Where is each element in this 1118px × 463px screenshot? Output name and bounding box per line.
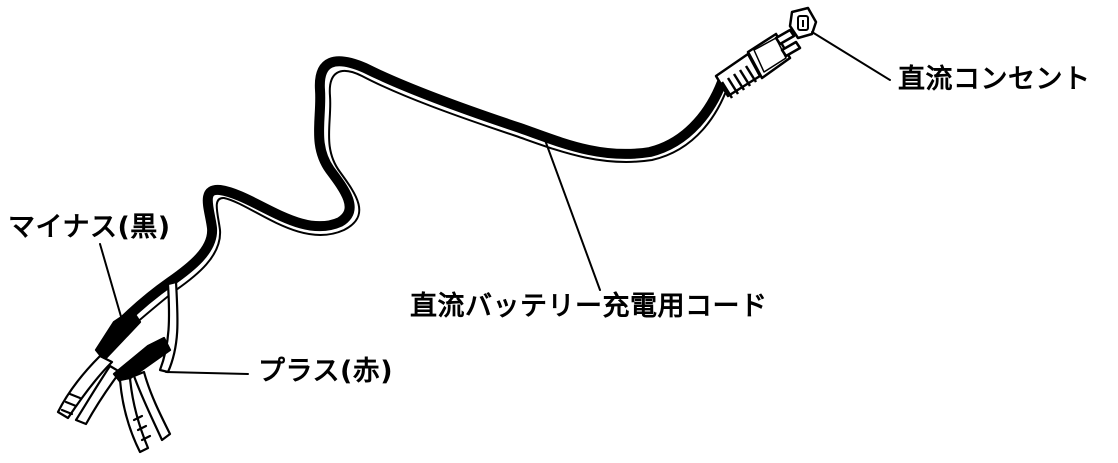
minus-clip [56, 308, 142, 426]
cable-outer-line [113, 56, 727, 331]
plus-clip-jaw-lower [132, 370, 172, 442]
label-minus-clip: マイナス(黒) [8, 212, 171, 243]
leader-line-minus [99, 243, 123, 321]
alligator-clips [56, 280, 179, 454]
minus-clip-jaw-lower [74, 364, 122, 426]
cable-inner-line [127, 70, 729, 331]
plus-clip-sleeve [112, 336, 172, 386]
label-charging-cable: 直流バッテリー充電用コード [410, 291, 768, 322]
plus-clip-jaw-upper [118, 376, 150, 454]
leader-line-cable [544, 139, 601, 291]
leader-line-outlet [811, 31, 891, 81]
dc-outlet [788, 6, 818, 40]
leader-line-plus [165, 371, 249, 375]
minus-clip-jaw-upper [56, 354, 114, 420]
label-plus-clip: プラス(赤) [258, 356, 394, 387]
label-dc-outlet: 直流コンセント [898, 64, 1091, 95]
plug-prong [780, 40, 802, 58]
charging-cable [113, 56, 729, 331]
plug-strain-relief [714, 52, 762, 99]
leader-lines [99, 31, 891, 375]
minus-clip-sleeve [94, 308, 142, 362]
plug-prong [774, 28, 796, 46]
plus-clip-lever [158, 280, 179, 374]
plug [714, 28, 802, 99]
plus-clip [112, 280, 179, 454]
